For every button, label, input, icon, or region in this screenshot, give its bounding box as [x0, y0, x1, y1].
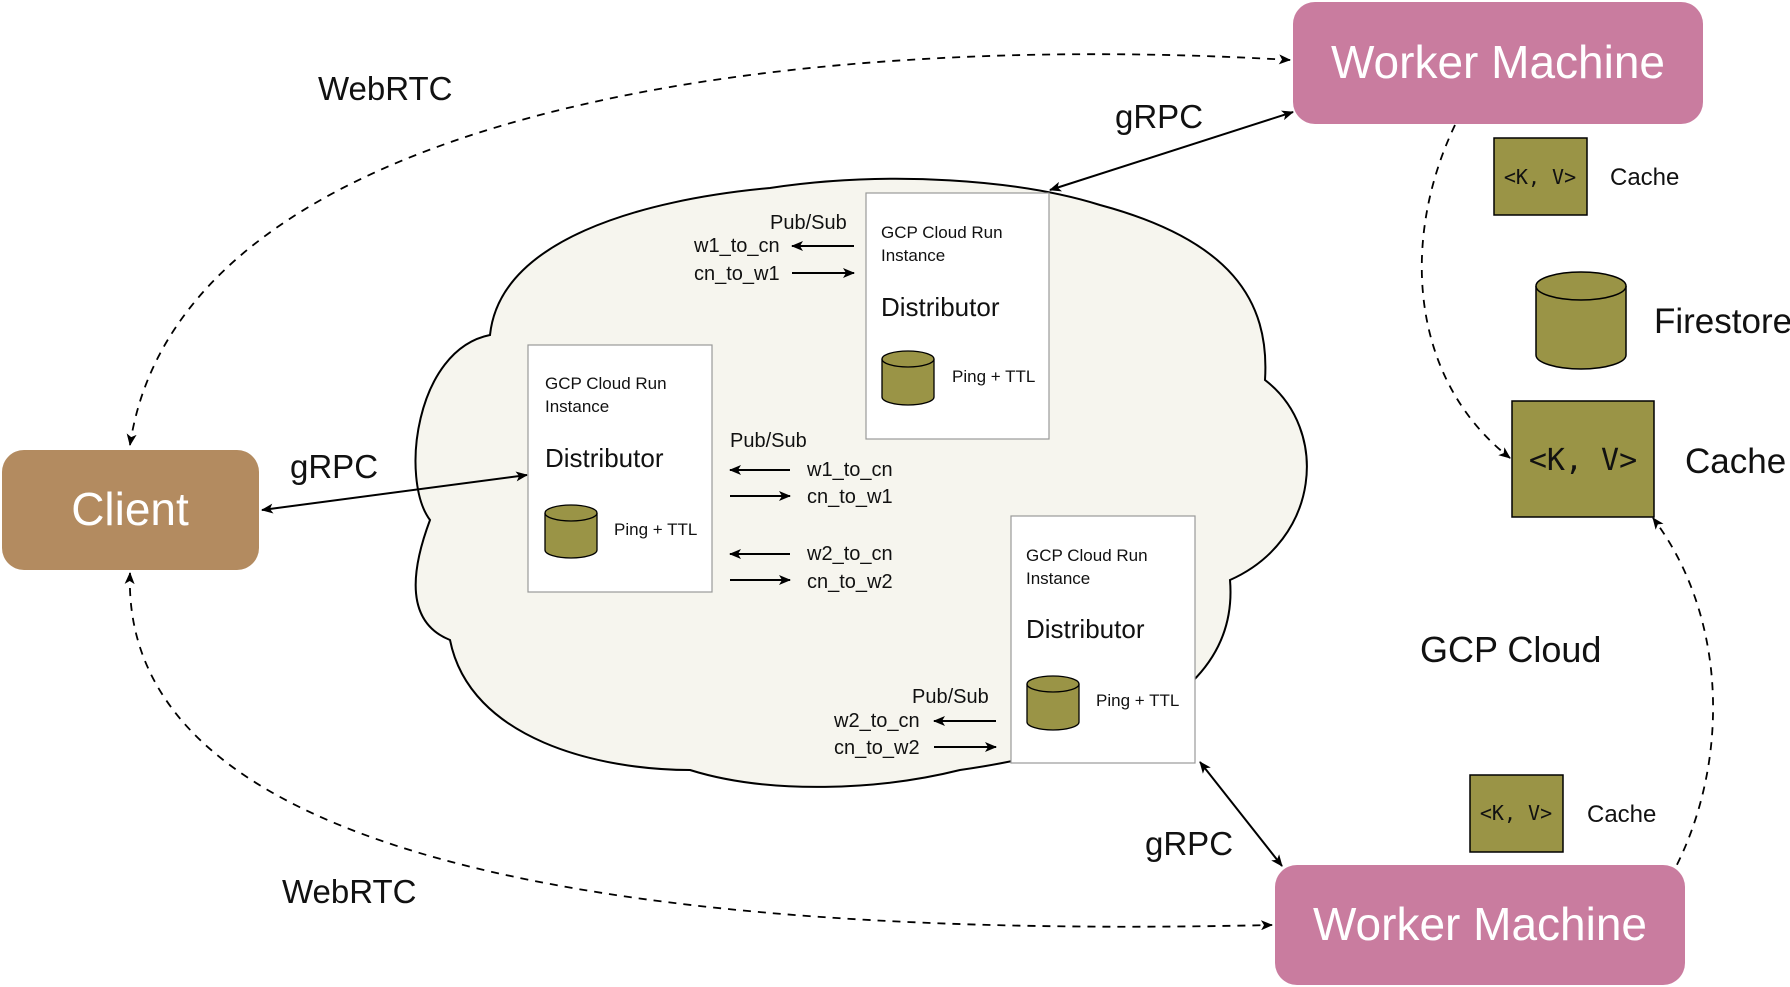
instance-top-db-icon — [881, 359, 935, 406]
firestore-label: Firestore — [1654, 302, 1790, 341]
cache-main-box — [1511, 400, 1655, 518]
worker-bottom-label: Worker Machine — [1313, 898, 1647, 950]
pubsub-top-header: Pub/Sub — [770, 212, 847, 234]
instance-top-title-1: GCP Cloud Run — [881, 223, 1003, 242]
pubsub-top-out: cn_to_w1 — [694, 263, 780, 285]
cloud-run-instance-middle: GCP Cloud Run Instance Distributor Ping … — [527, 344, 713, 593]
instance-bottom-title-2: Instance — [1026, 569, 1090, 588]
grpc-bottom-label: gRPC — [1145, 825, 1233, 862]
worker-machine-bottom: Worker Machine — [1275, 865, 1685, 985]
worker-top-cache-edge — [1420, 124, 1511, 459]
pubsub-bottom: Pub/Sub w2_to_cn cn_to_w2 — [833, 686, 997, 759]
worker-top-box — [1293, 2, 1703, 124]
worker-bottom-cache-edge — [1652, 517, 1714, 879]
pubsub-middle-w2-out: cn_to_w2 — [807, 571, 893, 593]
client-box — [2, 450, 259, 570]
webrtc-bottom-edge — [124, 572, 1273, 931]
instance-bottom-db-top — [1026, 675, 1080, 693]
cache-bottom: <K, V> Cache — [1469, 774, 1656, 853]
webrtc-bottom-label: WebRTC — [282, 873, 416, 910]
cache-top-label: Cache — [1610, 164, 1679, 191]
webrtc-top-label: WebRTC — [318, 70, 452, 107]
instance-bottom-store-label: Ping + TTL — [1096, 691, 1179, 710]
instance-middle-title-2: Instance — [545, 397, 609, 416]
instance-middle-db-top — [544, 504, 598, 522]
instance-bottom-name: Distributor — [1026, 614, 1145, 644]
instance-top-name: Distributor — [881, 292, 1000, 322]
grpc-top-label: gRPC — [1115, 98, 1203, 135]
grpc-bottom-edge — [1199, 761, 1283, 867]
cache-bottom-box — [1469, 774, 1564, 853]
cache-main-label: Cache — [1685, 442, 1786, 481]
gcp-cloud-label: GCP Cloud — [1420, 629, 1601, 670]
pubsub-top-in: w1_to_cn — [693, 235, 780, 257]
cloud-run-instance-top: GCP Cloud Run Instance Distributor Ping … — [865, 192, 1050, 440]
pubsub-middle-w1-out: cn_to_w1 — [807, 486, 893, 508]
worker-machine-top: Worker Machine — [1293, 2, 1703, 124]
pubsub-middle-w1: Pub/Sub w1_to_cn cn_to_w1 — [729, 430, 893, 508]
webrtc-top-edge — [126, 53, 1291, 446]
worker-top-label: Worker Machine — [1331, 36, 1665, 88]
firestore-cylinder-top — [1535, 271, 1627, 301]
client-node: Client — [2, 450, 259, 570]
cloud-run-instance-bottom: GCP Cloud Run Instance Distributor Ping … — [1010, 515, 1196, 764]
client-label: Client — [71, 483, 189, 535]
worker-bottom-box — [1275, 865, 1685, 985]
pubsub-bottom-in: w2_to_cn — [833, 710, 920, 732]
grpc-client-label: gRPC — [290, 448, 378, 485]
cache-top-box — [1493, 137, 1588, 216]
cache-main-kv: <K, V> — [1529, 443, 1637, 478]
grpc-top-edge — [1049, 110, 1294, 192]
pubsub-middle-header: Pub/Sub — [730, 430, 807, 452]
cache-top: <K, V> Cache — [1493, 137, 1679, 216]
instance-middle-title-1: GCP Cloud Run — [545, 374, 667, 393]
instance-bottom-title-1: GCP Cloud Run — [1026, 546, 1148, 565]
cache-main: <K, V> Cache — [1511, 400, 1786, 518]
cache-bottom-label: Cache — [1587, 801, 1656, 828]
instance-top-store-label: Ping + TTL — [952, 367, 1035, 386]
pubsub-bottom-header: Pub/Sub — [912, 686, 989, 708]
pubsub-middle-w2: w2_to_cn cn_to_w2 — [729, 543, 893, 593]
instance-top-title-2: Instance — [881, 246, 945, 265]
firestore: Firestore — [1535, 271, 1790, 370]
firestore-cylinder-icon — [1535, 286, 1627, 370]
grpc-client-edge — [261, 471, 528, 514]
instance-middle-db-icon — [544, 513, 598, 559]
pubsub-middle-w2-in: w2_to_cn — [806, 543, 893, 565]
pubsub-top: Pub/Sub w1_to_cn cn_to_w1 — [693, 212, 855, 285]
instance-middle-store-label: Ping + TTL — [614, 520, 697, 539]
pubsub-bottom-out: cn_to_w2 — [834, 737, 920, 759]
cache-top-kv: <K, V> — [1504, 165, 1576, 189]
instance-bottom-db-icon — [1026, 684, 1080, 731]
pubsub-middle-w1-in: w1_to_cn — [806, 459, 893, 481]
instance-top-db-top — [881, 350, 935, 368]
instance-middle-name: Distributor — [545, 443, 664, 473]
cache-bottom-kv: <K, V> — [1480, 801, 1552, 825]
